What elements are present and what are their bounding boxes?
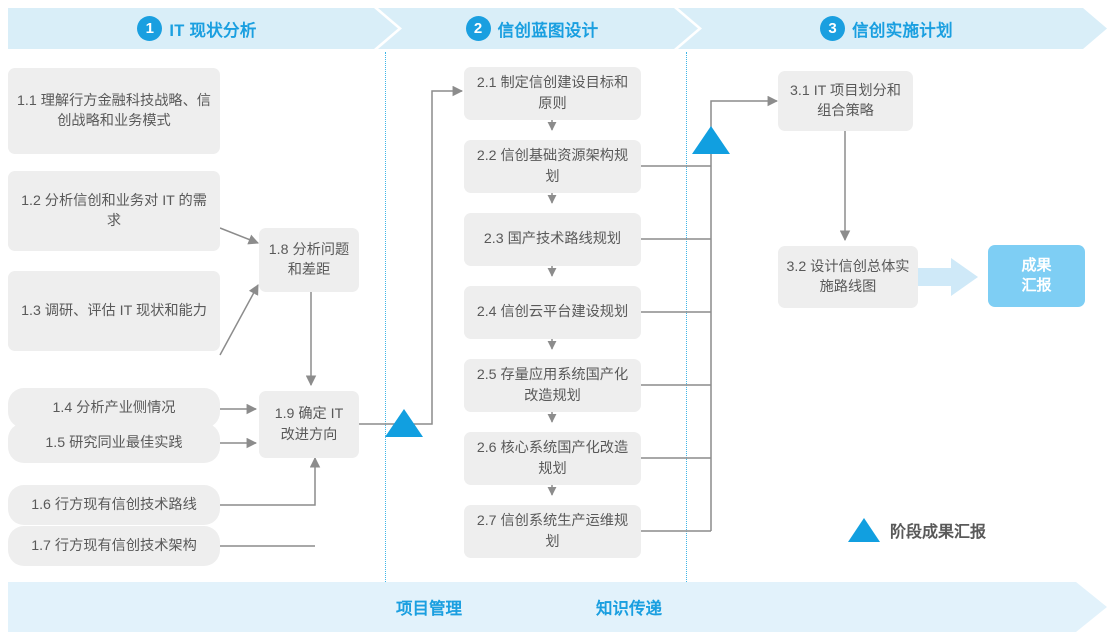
phase-separator-2 [686, 52, 687, 582]
legend-label: 阶段成果汇报 [890, 524, 987, 541]
result-box[interactable]: 成果 汇报 [988, 245, 1085, 307]
phase-number-3: 3 [820, 16, 846, 41]
task-box-1-5[interactable]: 1.5 研究同业最佳实践 [8, 423, 220, 463]
phase-number-1: 1 [137, 16, 163, 41]
footer-bar[interactable]: 项目管理 知识传递 [8, 582, 1107, 632]
task-box-2-5[interactable]: 2.5 存量应用系统国产化改造规划 [464, 359, 641, 412]
phase-title-2: 信创蓝图设计 [497, 21, 599, 40]
task-box-1-3[interactable]: 1.3 调研、评估 IT 现状和能力 [8, 271, 220, 351]
milestone-icon [848, 518, 880, 542]
task-box-2-6[interactable]: 2.6 核心系统国产化改造规划 [464, 432, 641, 485]
task-box-3-2[interactable]: 3.2 设计信创总体实施路线图 [778, 246, 918, 308]
phase-number-2: 2 [465, 16, 491, 41]
phase-separator-1 [385, 52, 386, 582]
task-box-2-4[interactable]: 2.4 信创云平台建设规划 [464, 286, 641, 339]
task-box-2-3[interactable]: 2.3 国产技术路线规划 [464, 213, 641, 266]
task-box-1-6[interactable]: 1.6 行方现有信创技术路线 [8, 485, 220, 525]
task-box-3-1[interactable]: 3.1 IT 项目划分和组合策略 [778, 71, 913, 131]
phase-header-2[interactable]: 2 信创蓝图设计 [378, 8, 698, 49]
milestone-triangle-phase2 [692, 126, 730, 154]
task-box-1-2[interactable]: 1.2 分析信创和业务对 IT 的需求 [8, 171, 220, 251]
footer-item-project-management[interactable]: 项目管理 [396, 600, 462, 618]
task-box-1-9[interactable]: 1.9 确定 IT 改进方向 [259, 391, 359, 458]
legend: 阶段成果汇报 [848, 518, 986, 542]
phase-header-3[interactable]: 3 信创实施计划 [678, 8, 1107, 49]
result-line-2: 汇报 [1021, 277, 1052, 294]
phase-title-3: 信创实施计划 [852, 21, 953, 40]
task-box-1-8[interactable]: 1.8 分析问题和差距 [259, 228, 359, 292]
footer-item-knowledge-transfer[interactable]: 知识传递 [596, 600, 662, 618]
task-box-1-4[interactable]: 1.4 分析产业侧情况 [8, 388, 220, 428]
result-line-1: 成果 [1021, 256, 1052, 274]
result-arrow [918, 258, 978, 296]
phase-header-1[interactable]: 1 IT 现状分析 [8, 8, 398, 49]
task-box-2-1[interactable]: 2.1 制定信创建设目标和原则 [464, 67, 641, 120]
task-box-2-2[interactable]: 2.2 信创基础资源架构规划 [464, 140, 641, 193]
phase-title-1: IT 现状分析 [169, 21, 257, 40]
task-box-2-7[interactable]: 2.7 信创系统生产运维规划 [464, 505, 641, 558]
milestone-triangle-phase1 [385, 409, 423, 437]
task-box-1-1[interactable]: 1.1 理解行方金融科技战略、信创战略和业务模式 [8, 68, 220, 154]
task-box-1-7[interactable]: 1.7 行方现有信创技术架构 [8, 526, 220, 566]
